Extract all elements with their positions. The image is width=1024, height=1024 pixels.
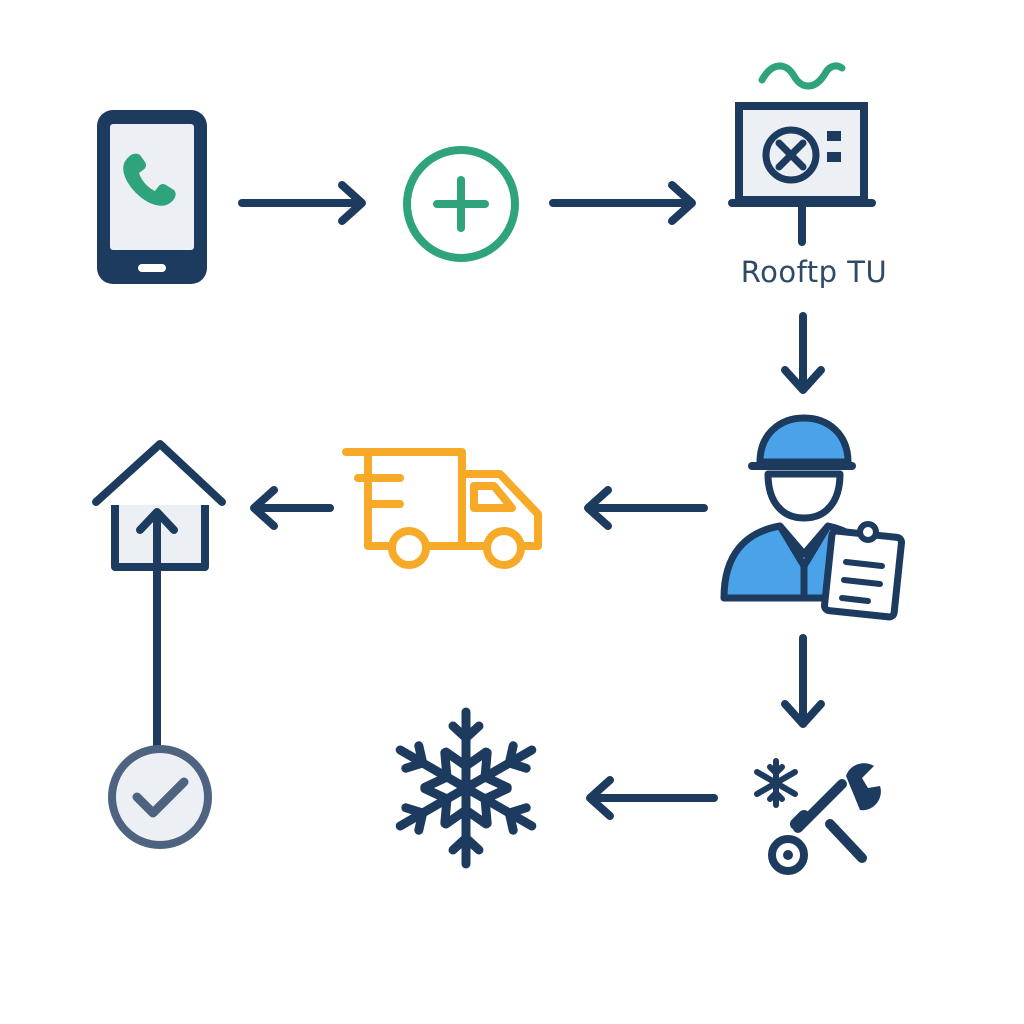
arrow-phone-to-plus (238, 181, 366, 225)
arrow-repair-to-cooling (586, 776, 718, 820)
home-icon (92, 440, 226, 750)
phone-icon (97, 110, 207, 284)
arrow-plus-to-rooftop-unit (549, 181, 696, 225)
check-circle-icon (108, 745, 212, 849)
delivery-truck-icon (342, 448, 542, 569)
arrow-technician-to-repair (781, 634, 825, 728)
arrow-rooftop-unit-to-technician (781, 312, 825, 394)
clipboard-icon (821, 521, 905, 621)
rooftop-unit-icon (728, 62, 876, 246)
add-circle-icon (403, 146, 519, 262)
snowflake-icon (395, 707, 537, 869)
technician-icon (720, 414, 905, 621)
repair-tools-icon (754, 758, 881, 875)
arrow-truck-to-home (250, 486, 334, 530)
rooftop-unit-label: Rooftp TU (740, 255, 888, 289)
arrow-technician-to-truck (584, 486, 708, 530)
